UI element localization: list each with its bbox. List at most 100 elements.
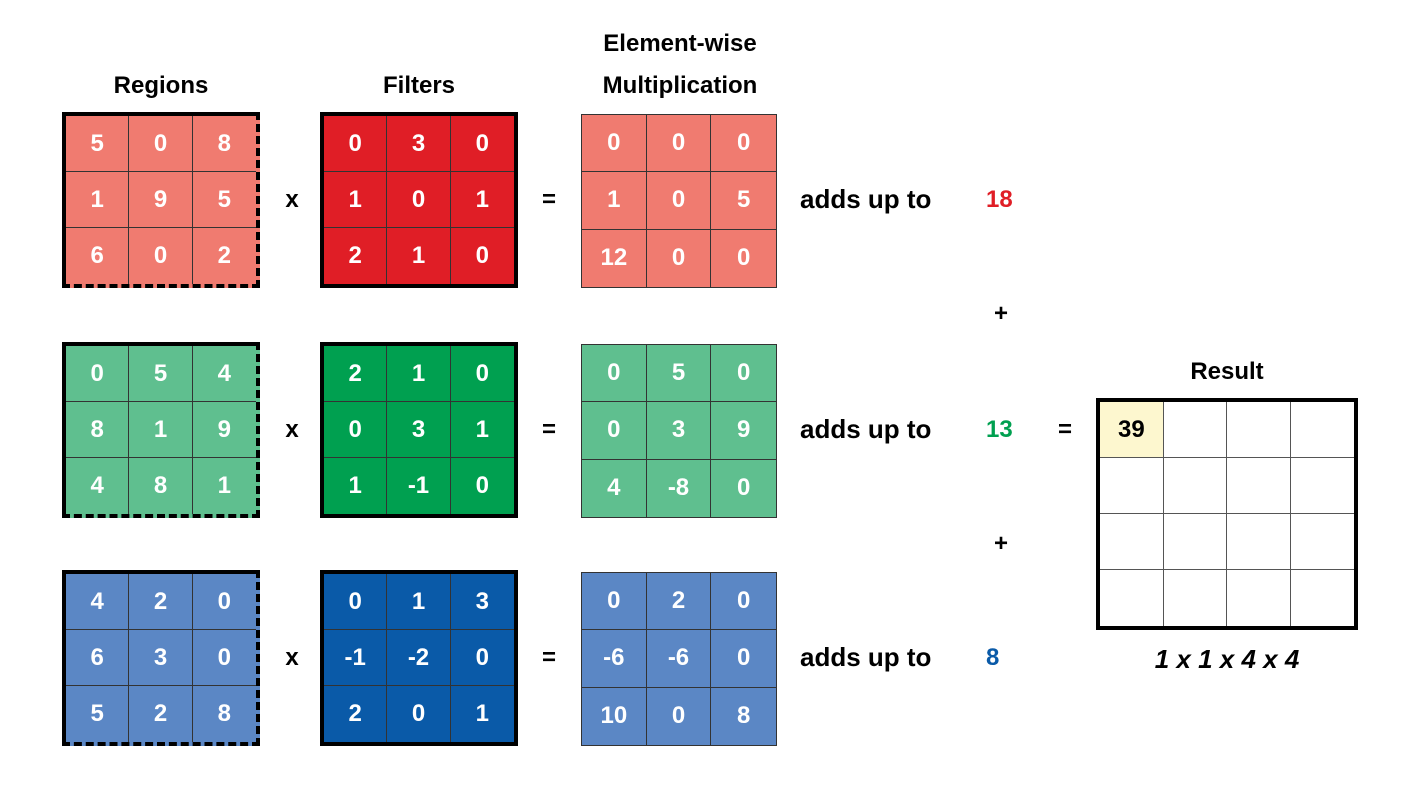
- elementwise-header-line2: Multiplication: [602, 72, 758, 99]
- region-cell: 1: [129, 402, 193, 458]
- result-cell-empty: [1227, 458, 1291, 514]
- filter-cell: -1: [324, 630, 388, 686]
- filter-cell: 1: [387, 228, 451, 284]
- filter-cell: 1: [324, 458, 388, 514]
- equals-sign-3: =: [541, 644, 556, 671]
- product-cell: 1: [582, 172, 647, 230]
- sum-value-2: 13: [986, 416, 1013, 443]
- product-cell: -8: [647, 459, 712, 517]
- product-cell: 0: [736, 244, 751, 272]
- plus-sign-1: +: [993, 300, 1008, 327]
- result-cell-empty: [1290, 402, 1354, 458]
- multiply-sign-1: x: [285, 186, 299, 213]
- filter-cell: 3: [387, 402, 451, 458]
- product-cell: 5: [646, 345, 712, 403]
- product-cell: 5: [711, 172, 776, 230]
- product-cell: 0: [711, 345, 776, 403]
- result-cell-value: 39: [1100, 402, 1164, 458]
- filter-cell: 0: [324, 116, 388, 172]
- filter-cell: 1: [475, 700, 489, 727]
- filter-cell: 2: [324, 228, 388, 284]
- filters-header: Filters: [382, 72, 456, 99]
- product-cell: 0: [582, 402, 647, 460]
- filter-cell: 0: [387, 686, 451, 742]
- region-cell: 6: [66, 630, 130, 686]
- region-cell: 3: [129, 630, 193, 686]
- region-cell: 4: [192, 346, 256, 402]
- region-cell: 8: [66, 402, 130, 458]
- equals-result-sign: =: [1057, 416, 1072, 443]
- filter-cell: 0: [450, 346, 514, 402]
- region-cell: 8: [129, 458, 193, 514]
- region-cell: 1: [66, 172, 130, 228]
- filter-cell: 0: [387, 172, 451, 228]
- product-cell: 2: [646, 573, 712, 631]
- result-cell-empty: [1164, 570, 1227, 626]
- region-cell: 8: [217, 700, 231, 727]
- regions-header: Regions: [113, 72, 209, 99]
- filter-cell: 2: [324, 346, 388, 402]
- result-cell-empty: [1290, 514, 1354, 570]
- result-grid: 39: [1096, 398, 1358, 630]
- product-cell: 0: [582, 115, 647, 173]
- region-cell: 0: [129, 228, 193, 284]
- region-cell: 0: [129, 116, 193, 172]
- result-dimensions: 1 x 1 x 4 x 4: [1154, 644, 1300, 674]
- filter-cell: 0: [324, 574, 388, 630]
- product-cell: -6: [582, 630, 647, 688]
- filter-cell: 1: [450, 402, 514, 458]
- product-cell: 9: [711, 402, 776, 460]
- filter-cell: -2: [387, 630, 451, 686]
- result-cell-empty: [1290, 458, 1354, 514]
- filter-cell: 1: [387, 574, 451, 630]
- result-cell-empty: [1163, 402, 1227, 458]
- filter-cell: 0: [475, 472, 489, 499]
- region-cell: 0: [192, 574, 256, 630]
- multiply-sign-3: x: [285, 644, 299, 671]
- region-cell: 2: [129, 686, 193, 742]
- filter-cell: 0: [324, 402, 388, 458]
- product-cell: 10: [582, 687, 647, 745]
- sum-value-1: 18: [986, 186, 1013, 213]
- filter-cell: 3: [387, 116, 451, 172]
- region-cell: 5: [66, 686, 130, 742]
- equals-sign-2: =: [541, 416, 556, 443]
- adds-up-to-label-3: adds up to: [800, 642, 932, 672]
- elementwise-header-line1: Element-wise: [603, 30, 757, 57]
- result-cell-empty: [1100, 458, 1164, 514]
- region-cell: 5: [66, 116, 130, 172]
- region-cell: 4: [66, 574, 130, 630]
- filter-cell: 2: [324, 686, 388, 742]
- region-cell: 2: [129, 574, 193, 630]
- product-cell: 0: [711, 630, 776, 688]
- region-cell: 0: [192, 630, 256, 686]
- result-cell-empty: [1100, 514, 1164, 570]
- multiply-sign-2: x: [285, 416, 299, 443]
- region-cell: 2: [217, 242, 231, 269]
- region-cell: 1: [217, 472, 231, 499]
- result-cell-empty: [1163, 458, 1227, 514]
- product-cell: 0: [646, 115, 712, 173]
- result-cell-empty: [1163, 514, 1227, 570]
- product-cell: 0: [647, 687, 712, 745]
- product-cell: 3: [646, 402, 712, 460]
- region-cell: 9: [192, 402, 256, 458]
- product-cell: 0: [582, 345, 647, 403]
- equals-sign-1: =: [541, 186, 556, 213]
- region-cell: 6: [66, 228, 130, 284]
- product-cell: 0: [647, 229, 712, 287]
- filter-cell: 0: [475, 242, 489, 269]
- product-cell: 4: [582, 459, 647, 517]
- result-cell-empty: [1227, 514, 1291, 570]
- result-cell-empty: [1227, 570, 1291, 626]
- result-cell-empty: [1227, 402, 1291, 458]
- region-cell: 5: [129, 346, 193, 402]
- filter-cell: 1: [387, 346, 451, 402]
- product-cell: 0: [582, 573, 647, 631]
- filter-cell: -1: [387, 458, 451, 514]
